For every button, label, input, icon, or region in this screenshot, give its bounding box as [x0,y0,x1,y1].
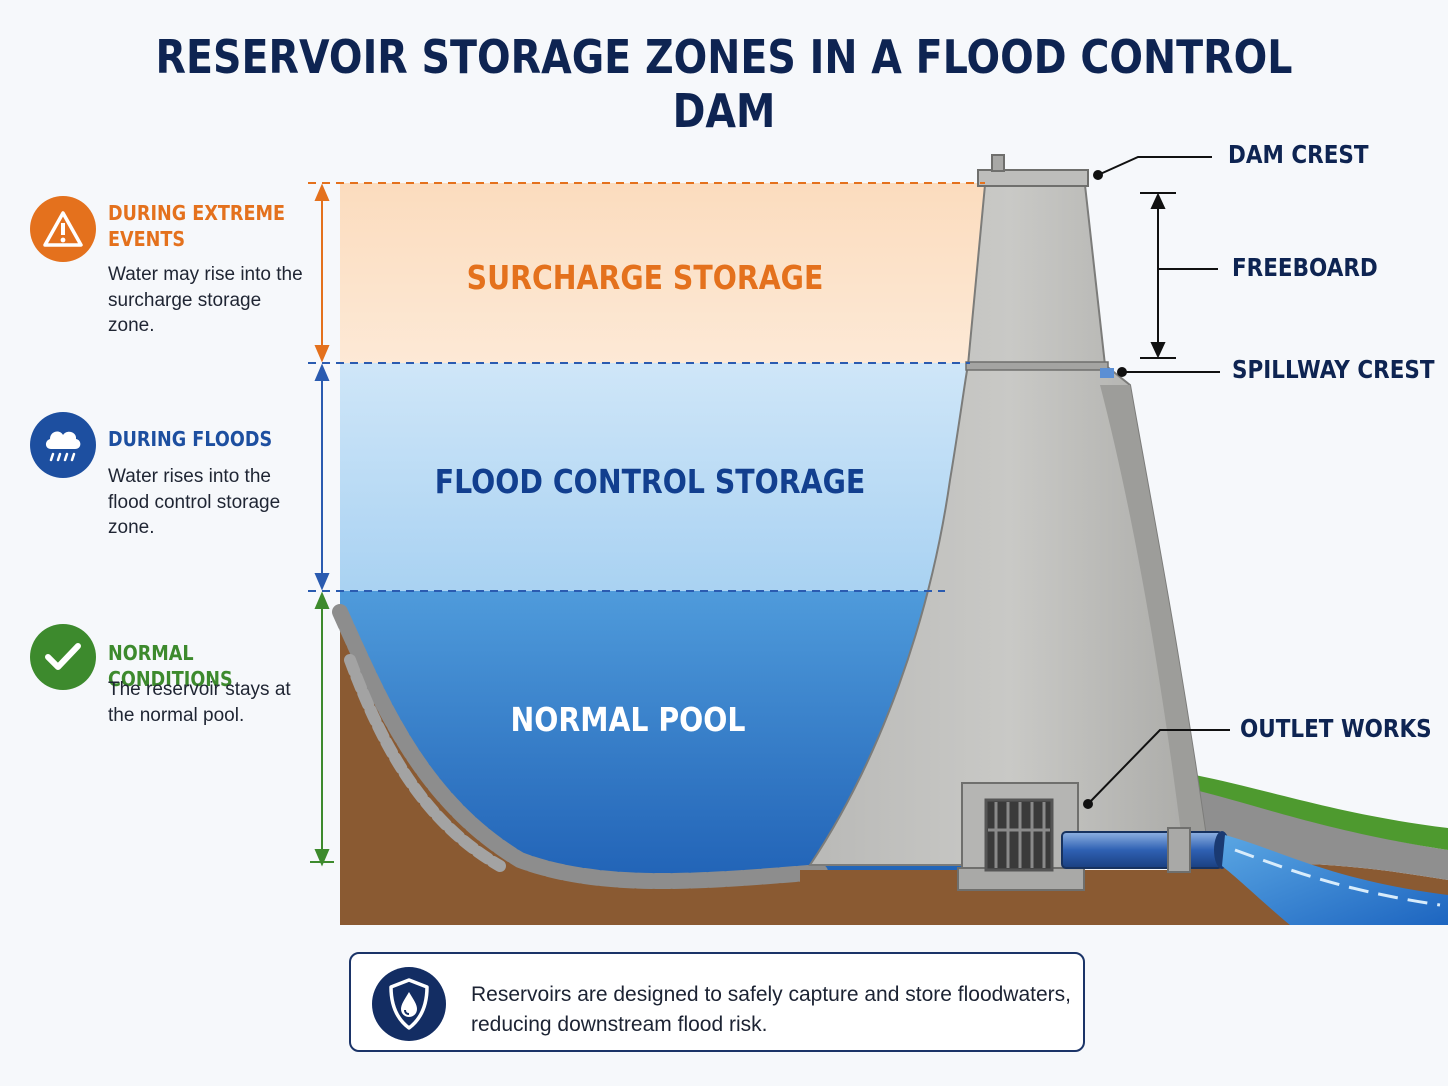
surcharge-range-arrow [314,183,330,363]
left-embankment-rocks [332,604,828,889]
outlet-discharge-stream [1222,835,1448,925]
info-note: Reservoirs are designed to safely captur… [349,952,1085,1052]
warning-icon [30,196,96,262]
surcharge-storage-label: SURCHARGE STORAGE [466,258,824,297]
flood-control-storage-label: FLOOD CONTROL STORAGE [434,462,866,501]
condition-description: The reservoir stays at the normal pool. [108,679,291,726]
freeboard-dimension [1140,192,1218,359]
condition-heading: DURING EXTREME EVENTS [108,201,286,251]
page-title: RESERVOIR STORAGE ZONES IN A FLOOD CONTR… [155,30,1293,138]
surcharge-zone [340,183,1000,363]
normal-range-arrow [310,591,334,867]
dam-downstream-face [1100,385,1210,865]
outlet-works-label: OUTLET WORKS [1240,714,1432,743]
condition-heading: NORMAL CONDITIONS [108,641,233,691]
spillway-crest-band [965,361,1109,371]
trash-rack-bars [988,802,1050,868]
condition-description: Water may rise into the surcharge storag… [108,264,303,336]
dam-crest-label: DAM CREST [1228,140,1369,169]
stream-foam [1234,848,1441,907]
outlet-works-leader [1083,729,1230,809]
outlet-pipe-collar [1167,827,1191,873]
left-embankment-rocks-2 [344,654,506,872]
dam-crest-vent [991,154,1005,172]
left-embankment [340,612,820,925]
grass [1195,775,1448,850]
flood-control-zone [340,363,1000,591]
outlet-pipe [1061,831,1223,869]
freeboard-label: FREEBOARD [1232,253,1378,282]
condition-heading: DURING FLOODS [108,427,273,451]
spillway-crest-leader [1117,367,1220,377]
shield-water-drop-icon [371,966,447,1042]
condition-description: Water rises into the flood control stora… [108,466,281,538]
flood-range-arrow [314,363,330,591]
dam-crest-cap [977,169,1089,187]
spillway-crest-label: SPILLWAY CREST [1232,355,1435,384]
info-note-text: Reservoirs are designed to safely captur… [471,983,1071,1036]
spillway-notch [1100,368,1114,378]
dam-crest-leader [1093,156,1212,180]
rain-cloud-icon [30,412,96,478]
normal-pool-label: NORMAL POOL [510,700,746,739]
checkmark-icon [30,624,96,690]
